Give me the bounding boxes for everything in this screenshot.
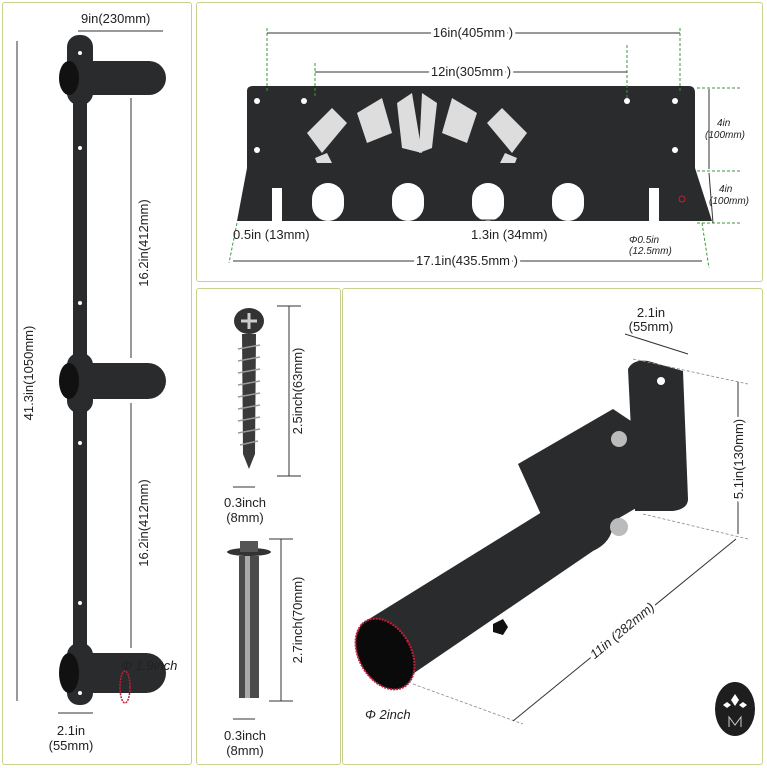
plate-height-label: 5.1in(130mm) — [731, 419, 746, 499]
locking-knob — [493, 619, 508, 635]
wall-bracket-drawing: 16in(405mm ) 12in(305mm ) 4in (100mm) 4i… — [228, 22, 749, 271]
sleeve-diameter-label: Φ 2inch — [365, 707, 411, 722]
screw-diameter-in-label: 0.3inch — [224, 495, 266, 510]
lower-height-in-label: 4in — [719, 184, 733, 195]
anchor-diameter-mm-label: (8mm) — [226, 743, 264, 758]
hardware-panel: 2.5inch(63mm) 0.3inch (8mm) 2.7inch(70mm… — [196, 288, 341, 765]
upper-height-mm-label: (100mm) — [705, 130, 745, 141]
sleeve-length-label: 11in (282mm) — [587, 599, 657, 661]
bracket-body — [237, 86, 712, 221]
anchor-length-label: 2.7inch(70mm) — [290, 577, 305, 664]
edge-gap-label: 0.5in (13mm) — [233, 227, 310, 242]
wall-bracket-panel: 16in(405mm ) 12in(305mm ) 4in (100mm) 4i… — [196, 2, 763, 282]
base-width-mm-label: (55mm) — [49, 738, 94, 753]
sleeve-opening — [354, 617, 416, 691]
total-height-label: 41.3in(1050mm) — [21, 326, 36, 421]
peg-spacing-width-label: 9in(230mm) — [81, 11, 150, 26]
lower-spacing-label: 16.2in(412mm) — [136, 479, 151, 566]
base-width-in-label: 2.1in — [57, 723, 85, 738]
peg-bottom — [59, 653, 166, 704]
screw-length-label: 2.5inch(63mm) — [290, 348, 305, 435]
screw-diameter-mm-label: (8mm) — [226, 510, 264, 525]
lower-height-mm-label: (100mm) — [709, 196, 749, 207]
hardware-drawing: 2.5inch(63mm) 0.3inch (8mm) 2.7inch(70mm… — [224, 305, 305, 758]
peg-diameter-label: Φ 1.9inch — [121, 658, 177, 673]
hole-diameter-mm-label: (12.5mm) — [629, 246, 672, 257]
peg-top — [59, 61, 166, 95]
vertical-rack-drawing: 9in(230mm) 41.3in(1050mm) 16.2in(412mm) … — [16, 11, 177, 753]
upper-height-in-label: 4in — [717, 118, 731, 129]
slot-width-label: 1.3in (34mm) — [471, 227, 548, 242]
outer-hole-span-label: 16in(405mm ) — [433, 25, 513, 40]
plate-width-in-label: 2.1in — [637, 305, 665, 320]
bracket-slots — [272, 183, 659, 221]
expansion-anchor — [227, 541, 271, 698]
plate-width-mm-label: (55mm) — [629, 319, 674, 334]
total-width-label: 17.1in(435.5mm ) — [416, 253, 518, 268]
wood-screw — [234, 308, 264, 469]
landmine-drawing: 2.1in (55mm) 5.1in(130mm) 11in (282mm) Φ… — [354, 305, 755, 736]
inner-hole-span-label: 12in(305mm ) — [431, 64, 511, 79]
anchor-diameter-in-label: 0.3inch — [224, 728, 266, 743]
hole-diameter-in-label: Φ0.5in — [629, 235, 659, 246]
landmine-panel: 2.1in (55mm) 5.1in(130mm) 11in (282mm) Φ… — [342, 288, 763, 765]
peg-middle — [59, 363, 166, 399]
brand-logo — [715, 682, 755, 736]
sleeve — [361, 494, 613, 684]
vertical-rack-panel: 9in(230mm) 41.3in(1050mm) 16.2in(412mm) … — [2, 2, 192, 765]
upper-spacing-label: 16.2in(412mm) — [136, 199, 151, 286]
